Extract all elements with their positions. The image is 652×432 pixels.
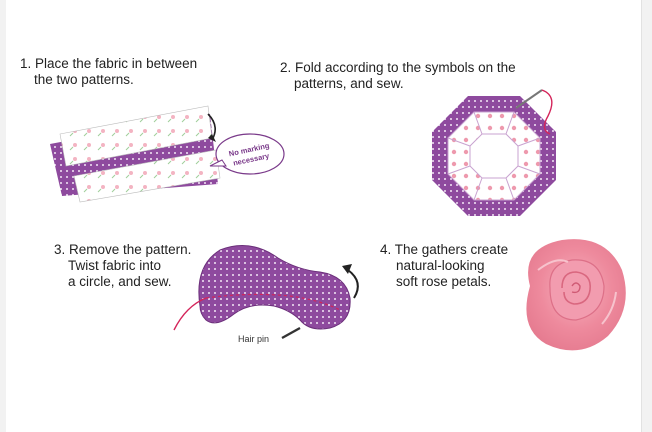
step-3-line-1: 3. Remove the pattern.: [54, 242, 192, 257]
step-4-line-2: natural-looking: [396, 258, 485, 273]
fabric-strip-illustration: No marking necessary: [50, 105, 285, 203]
gathered-fabric: [198, 245, 351, 330]
step-3-text: 3. Remove the pattern. Twist fabric into…: [54, 242, 191, 290]
step-1-line-1: 1. Place the fabric in between: [20, 56, 198, 71]
thread-tail: [173, 297, 207, 331]
bottom-pattern-strip: [73, 149, 221, 203]
step-1-text: 1. Place the fabric in between the two p…: [20, 56, 197, 88]
rose-illustration: [526, 239, 626, 351]
hair-pin-icon: [281, 326, 301, 340]
left-edge: [0, 0, 6, 432]
thread-line: [541, 89, 553, 135]
hair-pin-label: Hair pin: [238, 334, 269, 344]
step-1-line-2: the two patterns.: [34, 72, 134, 87]
rotate-arrow-icon: [347, 269, 359, 299]
no-marking-callout: No marking necessary: [209, 133, 285, 175]
folded-octagon-illustration: [432, 89, 556, 216]
step-2-text: 2. Fold according to the symbols on the …: [280, 60, 516, 92]
step-4-line-1: 4. The gathers create: [380, 242, 509, 257]
stitch-line: [205, 293, 341, 311]
step-2-line-2: patterns, and sew.: [294, 76, 404, 91]
twisted-fabric-illustration: Hair pin: [173, 245, 359, 344]
right-edge: [641, 0, 652, 432]
step-3-line-2: Twist fabric into: [68, 258, 162, 273]
step-4-line-3: soft rose petals.: [396, 274, 492, 289]
step-2-line-1: 2. Fold according to the symbols on the: [280, 60, 516, 75]
step-4-text: 4. The gathers create natural-looking so…: [380, 242, 508, 290]
needle-icon: [515, 89, 543, 109]
step-3-line-3: a circle, and sew.: [68, 274, 172, 289]
